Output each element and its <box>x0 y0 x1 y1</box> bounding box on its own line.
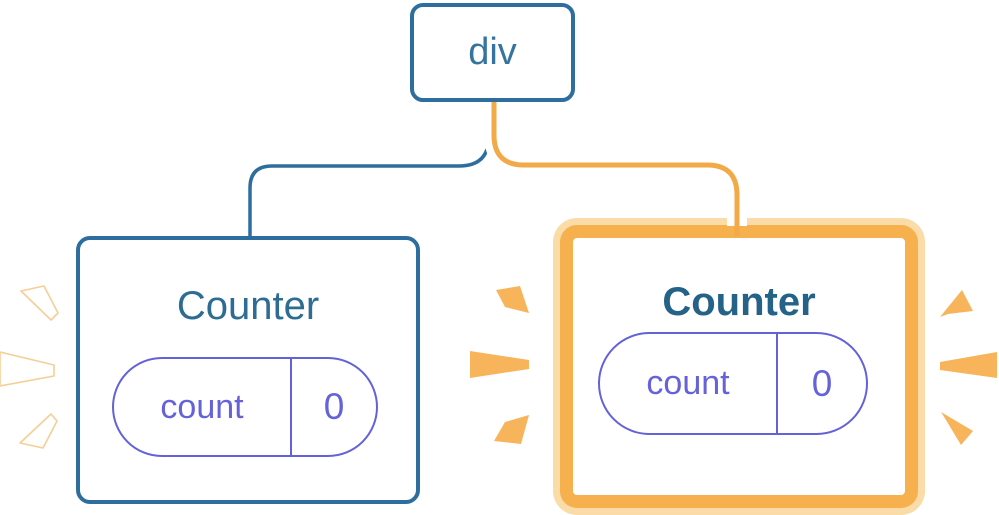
burst-white-icon <box>0 285 59 449</box>
state-key-label: count <box>160 387 244 426</box>
burst-ray <box>496 286 529 313</box>
state-pill: count 0 <box>112 357 378 457</box>
state-key-zone: count <box>114 359 292 455</box>
counter-card-right: Counter count 0 <box>560 225 918 508</box>
counter-card-right-highlight-ring: Counter count 0 <box>553 218 925 515</box>
burst-ray <box>940 290 973 317</box>
state-pill: count 0 <box>598 332 868 435</box>
state-value: 0 <box>811 362 833 404</box>
counter-title: Counter <box>662 280 816 324</box>
burst-ray <box>940 352 997 378</box>
burst-ray <box>19 413 58 449</box>
root-div-node: div <box>410 3 575 102</box>
burst-ray <box>941 412 973 445</box>
burst-ray <box>494 415 529 444</box>
burst-ray <box>0 351 55 387</box>
state-value: 0 <box>323 386 345 427</box>
burst-orange-icon <box>940 290 997 445</box>
burst-orange-icon <box>470 286 529 444</box>
state-key-zone: count <box>600 334 778 433</box>
state-value-zone: 0 <box>292 359 376 455</box>
burst-ray <box>470 351 529 378</box>
counter-card-left: Counter count 0 <box>76 236 420 504</box>
burst-ray <box>20 285 59 321</box>
root-div-label: div <box>468 31 517 73</box>
connector-orange-line <box>491 60 740 236</box>
state-value-zone: 0 <box>778 334 866 433</box>
state-key-label: count <box>646 364 730 402</box>
counter-title: Counter <box>176 284 320 328</box>
